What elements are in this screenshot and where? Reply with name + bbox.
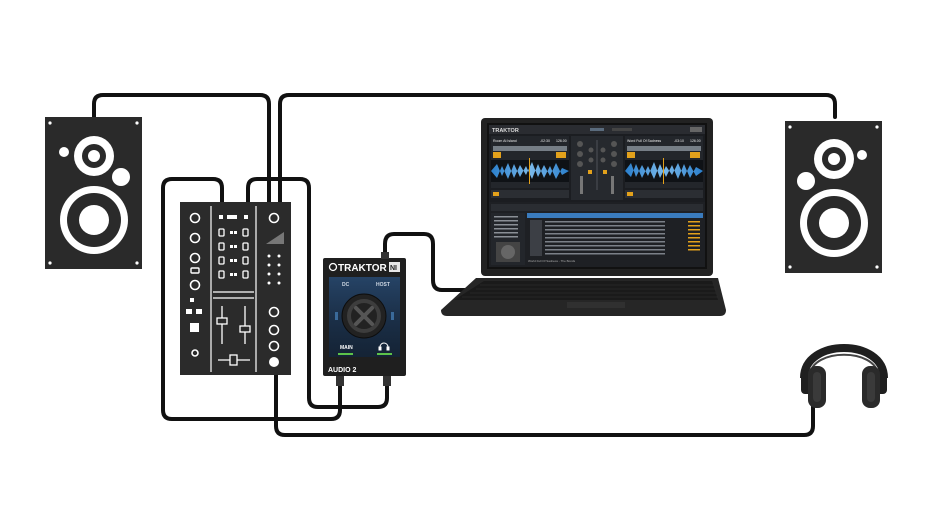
interface-model-label: AUDIO 2 — [328, 367, 357, 374]
cable-mixer-to-right-speaker — [278, 93, 837, 207]
mixer-icon — [180, 202, 291, 375]
cables — [92, 93, 837, 437]
app-title-label: TRAKTOR — [492, 128, 519, 134]
deck-b-title: Word Full Of Sadness — [627, 139, 661, 143]
interface-main-label: MAIN — [340, 345, 353, 351]
interface-host-label: HOST — [376, 282, 390, 288]
audio-interface-icon: TRAKTOR NI DC HOST MAIN AUDIO 2 — [323, 252, 406, 386]
laptop-screen: TRAKTOR Room At Island -02:30 126.00 — [489, 125, 705, 267]
cable-mixer-to-left-speaker — [92, 93, 271, 207]
laptop-icon: TRAKTOR Room At Island -02:30 126.00 — [441, 118, 726, 316]
deck-b-bpm: 126.00 — [690, 139, 701, 143]
cable-interface-to-mixer-left — [161, 177, 342, 421]
traktor-logo-icon — [341, 293, 387, 339]
deck-b-time: -03:10 — [674, 139, 684, 143]
deck-a-title: Room At Island — [493, 139, 517, 143]
interface-brand-label: TRAKTOR — [338, 263, 387, 274]
cable-interface-to-mixer-right — [246, 177, 389, 409]
deck-a-time: -02:30 — [540, 139, 550, 143]
speaker-left-icon — [45, 117, 142, 269]
browser-status-text: World Full Of Sadness - The Bonds — [528, 259, 576, 263]
cable-usb-interface-to-laptop — [383, 232, 478, 292]
cable-mixer-to-headphones — [274, 368, 815, 437]
interface-dc-label: DC — [342, 282, 350, 288]
speaker-right-icon — [785, 121, 882, 273]
interface-ni-badge: NI — [390, 265, 397, 272]
headphones-icon — [800, 344, 888, 408]
headphones-output-icon — [378, 342, 390, 351]
deck-a-bpm: 126.00 — [556, 139, 567, 143]
